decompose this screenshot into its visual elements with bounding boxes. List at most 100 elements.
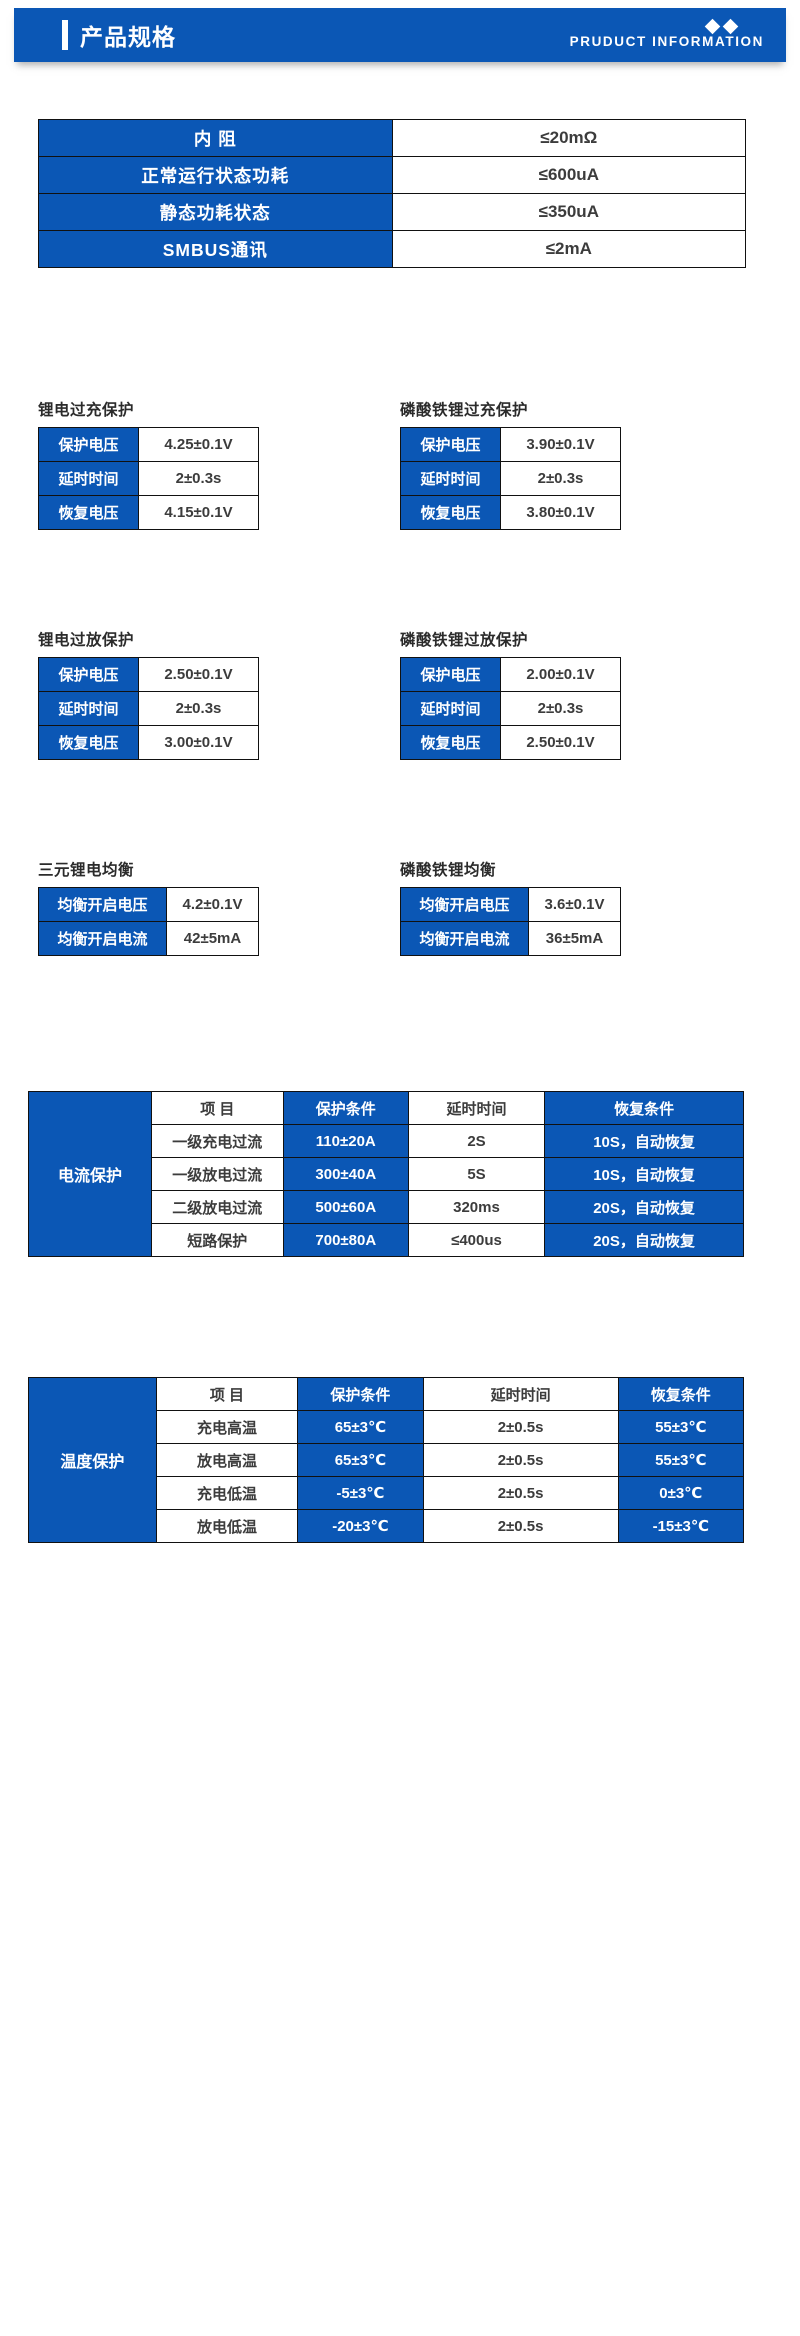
spacer bbox=[0, 760, 800, 858]
spec-label: 恢复电压 bbox=[400, 725, 501, 760]
column-header-recover: 恢复条件 bbox=[544, 1091, 744, 1125]
balance-section: 三元锂电均衡 均衡开启电压 4.2±0.1V 均衡开启电流 42±5mA 磷酸铁… bbox=[38, 858, 762, 956]
table-row: 放电低温 -20±3℃ 2±0.5s -15±3℃ bbox=[29, 1509, 745, 1543]
spec-value: 3.6±0.1V bbox=[528, 887, 621, 922]
cell-item: 一级放电过流 bbox=[150, 1157, 284, 1191]
table-row: 充电高温 65±3℃ 2±0.5s 55±3℃ bbox=[29, 1410, 745, 1444]
cell-recover: 0±3℃ bbox=[617, 1476, 745, 1510]
overdischarge-lifepo4-table: 保护电压 2.00±0.1V 延时时间 2±0.3s 恢复电压 2.50±0.1… bbox=[400, 657, 621, 760]
table-row: 保护电压 2.00±0.1V bbox=[400, 657, 621, 692]
cell-recover: 10S，自动恢复 bbox=[544, 1157, 744, 1191]
table-row: 内 阻 ≤20mΩ bbox=[38, 119, 747, 157]
cell-item: 放电低温 bbox=[155, 1509, 299, 1543]
column-header-protect: 保护条件 bbox=[282, 1091, 409, 1125]
spec-value: ≤600uA bbox=[391, 156, 747, 194]
spec-label: 恢复电压 bbox=[38, 725, 139, 760]
column-header-item: 项 目 bbox=[155, 1377, 299, 1411]
spec-value: 2±0.3s bbox=[500, 691, 621, 726]
cell-recover: 20S，自动恢复 bbox=[544, 1190, 744, 1224]
spec-label: 恢复电压 bbox=[400, 495, 501, 530]
page-header-banner: 产品规格 PRUDUCT INFORMATION bbox=[14, 8, 786, 62]
table-row: 均衡开启电压 3.6±0.1V bbox=[400, 887, 621, 922]
basic-specs-section: 内 阻 ≤20mΩ 正常运行状态功耗 ≤600uA 静态功耗状态 ≤350uA … bbox=[38, 119, 800, 268]
cell-protect: 110±20A bbox=[282, 1124, 409, 1158]
table-row: 均衡开启电流 42±5mA bbox=[38, 921, 259, 956]
cell-delay: 320ms bbox=[407, 1190, 546, 1224]
spec-value: 2.50±0.1V bbox=[138, 657, 259, 692]
cell-protect: 500±60A bbox=[282, 1190, 409, 1224]
spec-value: ≤350uA bbox=[391, 193, 747, 231]
spec-label: 均衡开启电流 bbox=[400, 921, 529, 956]
spec-label: 恢复电压 bbox=[38, 495, 139, 530]
temperature-protection-row-label: 温度保护 bbox=[28, 1377, 157, 1543]
diamond-icon bbox=[722, 18, 739, 35]
table-row: 恢复电压 3.80±0.1V bbox=[400, 495, 621, 530]
spec-label: 内 阻 bbox=[38, 119, 393, 157]
spacer bbox=[0, 956, 800, 1091]
balance-lifepo4-block: 磷酸铁锂均衡 均衡开启电压 3.6±0.1V 均衡开启电流 36±5mA bbox=[400, 858, 762, 956]
spec-value: 3.00±0.1V bbox=[138, 725, 259, 760]
table-row: SMBUS通讯 ≤2mA bbox=[38, 230, 747, 268]
cell-item: 一级充电过流 bbox=[150, 1124, 284, 1158]
spacer bbox=[0, 530, 800, 628]
spec-value: 2±0.3s bbox=[500, 461, 621, 496]
table-row: 静态功耗状态 ≤350uA bbox=[38, 193, 747, 231]
cell-protect: -20±3℃ bbox=[297, 1509, 424, 1543]
temperature-protection-section: 温度保护 项 目 保护条件 延时时间 恢复条件 充电高温 65±3℃ 2±0.5… bbox=[28, 1377, 772, 1543]
spec-value: 4.25±0.1V bbox=[138, 427, 259, 462]
cell-item: 放电高温 bbox=[155, 1443, 299, 1477]
table-row: 充电低温 -5±3℃ 2±0.5s 0±3℃ bbox=[29, 1476, 745, 1510]
diamond-icon bbox=[704, 18, 721, 35]
spec-value: 2.00±0.1V bbox=[500, 657, 621, 692]
table-row: 一级充电过流 110±20A 2S 10S，自动恢复 bbox=[29, 1124, 744, 1158]
section-title: 磷酸铁锂过充保护 bbox=[400, 402, 529, 419]
spec-value: 2.50±0.1V bbox=[500, 725, 621, 760]
spec-value: 3.80±0.1V bbox=[500, 495, 621, 530]
overdischarge-section: 锂电过放保护 保护电压 2.50±0.1V 延时时间 2±0.3s 恢复电压 3… bbox=[38, 628, 762, 760]
table-row: 一级放电过流 300±40A 5S 10S，自动恢复 bbox=[29, 1157, 744, 1191]
column-header-recover: 恢复条件 bbox=[617, 1377, 745, 1411]
cell-delay: ≤400us bbox=[407, 1223, 546, 1257]
spec-label: 均衡开启电流 bbox=[38, 921, 167, 956]
current-protection-table: 电流保护 项 目 保护条件 延时时间 恢复条件 一级充电过流 110±20A 2… bbox=[28, 1091, 744, 1257]
header-left-group: 产品规格 bbox=[14, 18, 176, 52]
balance-ternary-block: 三元锂电均衡 均衡开启电压 4.2±0.1V 均衡开启电流 42±5mA bbox=[38, 858, 400, 956]
table-row: 延时时间 2±0.3s bbox=[400, 691, 621, 726]
current-protection-section: 电流保护 项 目 保护条件 延时时间 恢复条件 一级充电过流 110±20A 2… bbox=[28, 1091, 772, 1257]
spec-label: 保护电压 bbox=[38, 427, 139, 462]
cell-recover: 55±3℃ bbox=[617, 1443, 745, 1477]
header-subtitle: PRUDUCT INFORMATION bbox=[569, 34, 764, 49]
spec-value: 2±0.3s bbox=[138, 461, 259, 496]
spec-label: 静态功耗状态 bbox=[38, 193, 393, 231]
table-row: 延时时间 2±0.3s bbox=[38, 691, 259, 726]
cell-delay: 5S bbox=[407, 1157, 546, 1191]
cell-recover: 55±3℃ bbox=[617, 1410, 745, 1444]
overcharge-lifepo4-block: 磷酸铁锂过充保护 保护电压 3.90±0.1V 延时时间 2±0.3s 恢复电压… bbox=[400, 398, 762, 530]
page-title: 产品规格 bbox=[80, 24, 176, 50]
spec-label: 保护电压 bbox=[400, 657, 501, 692]
section-title: 锂电过充保护 bbox=[38, 402, 135, 419]
spec-value: 2±0.3s bbox=[138, 691, 259, 726]
spec-value: ≤20mΩ bbox=[391, 119, 747, 157]
table-row: 正常运行状态功耗 ≤600uA bbox=[38, 156, 747, 194]
table-row: 放电高温 65±3℃ 2±0.5s 55±3℃ bbox=[29, 1443, 745, 1477]
current-protection-row-label: 电流保护 bbox=[28, 1091, 152, 1257]
header-accent-bar bbox=[62, 20, 68, 50]
section-title: 磷酸铁锂过放保护 bbox=[400, 632, 529, 649]
section-title: 锂电过放保护 bbox=[38, 632, 135, 649]
spec-value: 36±5mA bbox=[528, 921, 621, 956]
table-row: 保护电压 3.90±0.1V bbox=[400, 427, 621, 462]
cell-delay: 2±0.5s bbox=[422, 1410, 619, 1444]
spec-label: 均衡开启电压 bbox=[400, 887, 529, 922]
cell-item: 短路保护 bbox=[150, 1223, 284, 1257]
overcharge-lithium-block: 锂电过充保护 保护电压 4.25±0.1V 延时时间 2±0.3s 恢复电压 4… bbox=[38, 398, 400, 530]
spec-label: 正常运行状态功耗 bbox=[38, 156, 393, 194]
overcharge-lithium-table: 保护电压 4.25±0.1V 延时时间 2±0.3s 恢复电压 4.15±0.1… bbox=[38, 427, 259, 530]
table-header-row: 电流保护 项 目 保护条件 延时时间 恢复条件 bbox=[28, 1091, 744, 1257]
basic-specs-table: 内 阻 ≤20mΩ 正常运行状态功耗 ≤600uA 静态功耗状态 ≤350uA … bbox=[38, 119, 747, 268]
balance-ternary-table: 均衡开启电压 4.2±0.1V 均衡开启电流 42±5mA bbox=[38, 887, 259, 956]
spec-label: 保护电压 bbox=[38, 657, 139, 692]
table-row: 延时时间 2±0.3s bbox=[38, 461, 259, 496]
overcharge-section: 锂电过充保护 保护电压 4.25±0.1V 延时时间 2±0.3s 恢复电压 4… bbox=[38, 398, 762, 530]
table-row: 短路保护 700±80A ≤400us 20S，自动恢复 bbox=[29, 1223, 744, 1257]
